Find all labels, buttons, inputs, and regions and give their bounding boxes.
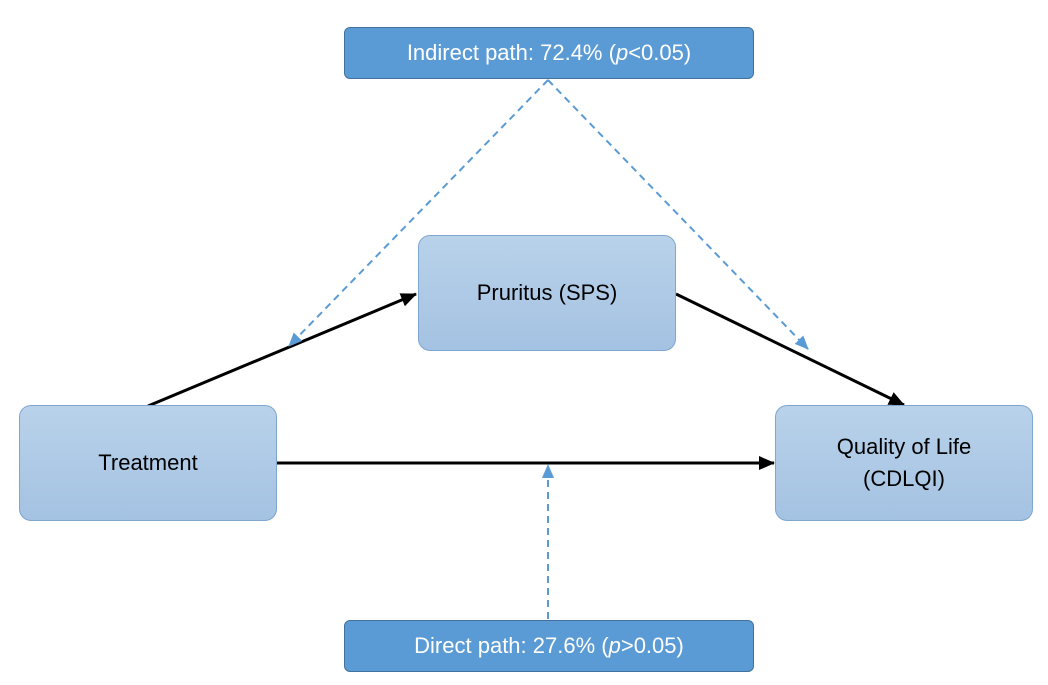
direct-path-prefix: Direct path: 27.6% ( [414,633,609,658]
indirect-path-prefix: Indirect path: 72.4% ( [406,40,616,65]
direct-path-label: Direct path: 27.6% (p>0.05) [344,620,754,672]
indirect-path-suffix: <0.05) [628,40,692,65]
node-qol-label-line1: Quality of Life [836,434,972,459]
node-treatment-label: Treatment [98,450,198,475]
node-pruritus-label: Pruritus (SPS) [476,280,618,305]
node-quality-of-life: Quality of Life (CDLQI) [775,405,1033,521]
dashed-arrow-indirect-left [288,79,549,347]
indirect-path-label: Indirect path: 72.4% (p<0.05) [344,27,754,79]
node-pruritus: Pruritus (SPS) [418,235,676,351]
direct-path-suffix: >0.05) [620,633,684,658]
dashed-arrow-indirect-right [547,79,809,350]
node-qol-label-line2: (CDLQI) [863,466,945,491]
direct-path-p: p [608,633,621,658]
arrow-treatment-to-pruritus [147,292,417,408]
node-treatment: Treatment [19,405,277,521]
arrow-pruritus-to-qol [675,292,905,407]
indirect-path-p: p [615,40,629,65]
